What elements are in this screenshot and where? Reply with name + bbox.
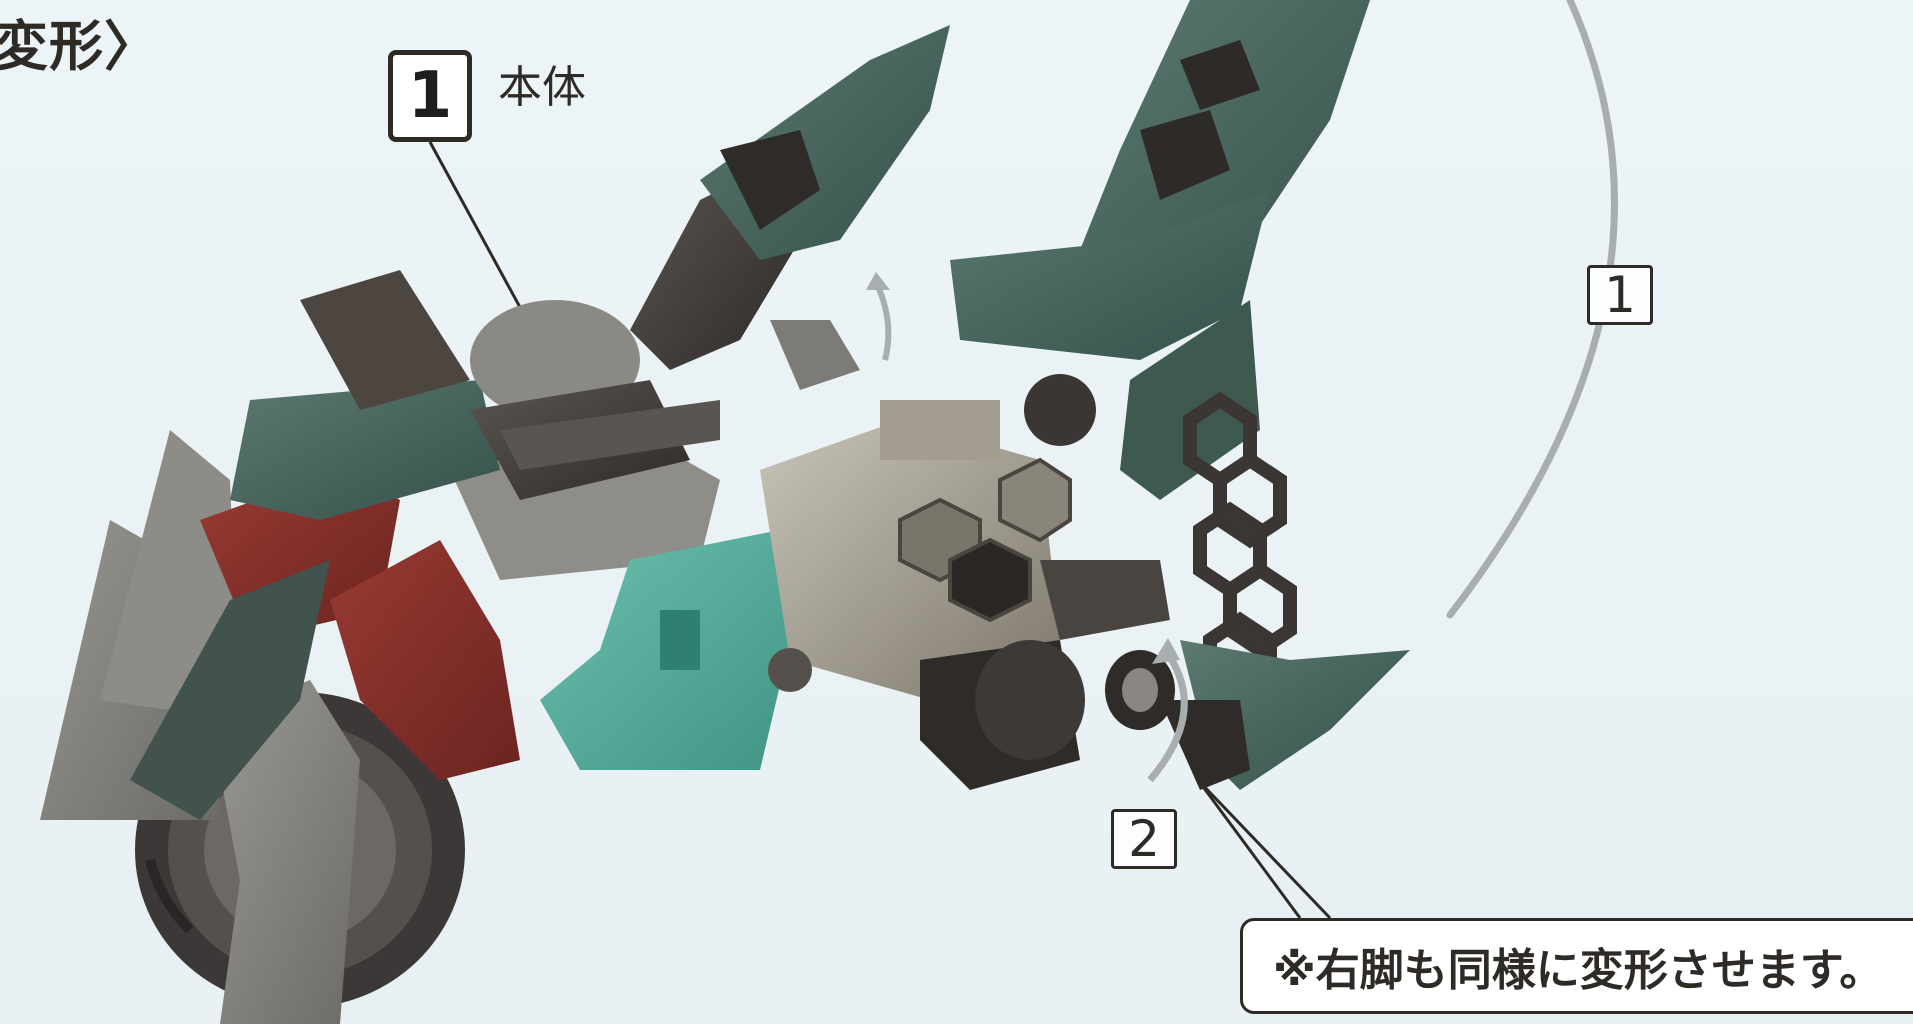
section-heading: 変形〉 <box>0 15 159 78</box>
torso <box>470 300 720 500</box>
step-label: 本体 <box>498 62 586 113</box>
right-leg-upper <box>950 0 1370 500</box>
leader-line-step <box>428 141 530 323</box>
note-callout: ※右脚も同様に変形させます。 <box>1240 918 1913 1014</box>
foot-claw <box>1160 640 1410 790</box>
hex-lattice-shin <box>1183 391 1297 709</box>
rotate-arrow-arm <box>872 278 892 361</box>
step-number-box: 1 <box>388 50 472 142</box>
rotate-arrow-foot <box>1147 647 1188 783</box>
hex-joint-block <box>760 400 1072 700</box>
knee-joint <box>920 560 1175 790</box>
marker-badge-2: 2 <box>1111 809 1177 869</box>
marker-badge-1: 1 <box>1587 265 1653 325</box>
leader-line-note-2 <box>1196 779 1302 919</box>
green-shoulder <box>130 270 500 820</box>
raised-arm <box>630 25 950 390</box>
note-text: ※右脚も同様に変形させます。 <box>1273 945 1884 996</box>
leader-line-note-1 <box>1196 778 1332 920</box>
teal-hip <box>540 530 800 770</box>
shin-joint <box>1024 374 1096 446</box>
